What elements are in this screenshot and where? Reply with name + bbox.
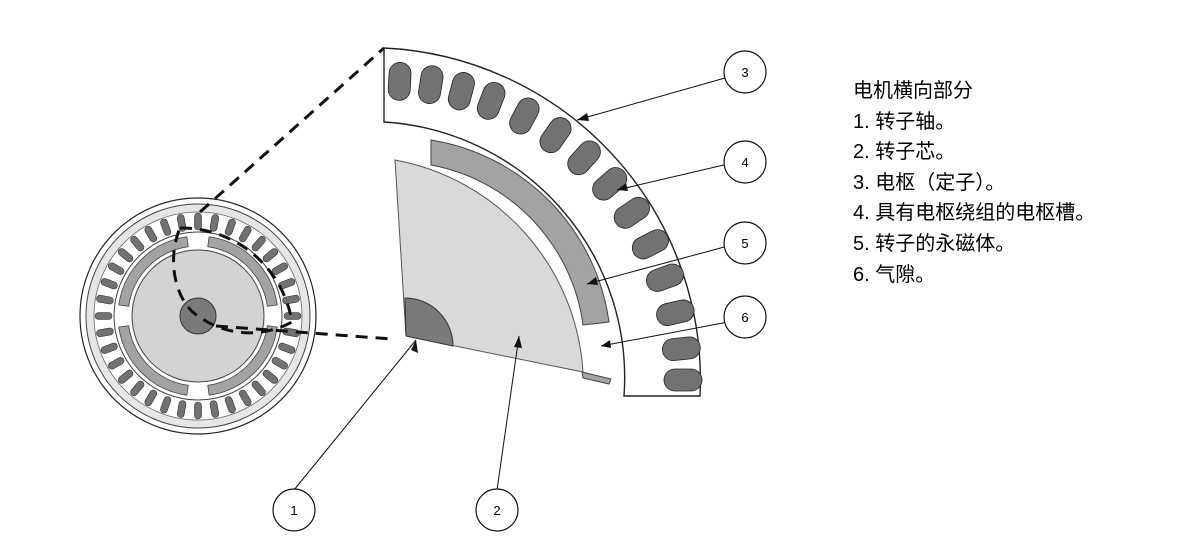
small-slot <box>251 235 266 252</box>
legend-title: 电机横向部分 <box>853 80 973 102</box>
small-slot <box>251 380 266 397</box>
callout-2: 2 <box>475 488 519 532</box>
armature-slot <box>663 368 703 392</box>
small-slot <box>282 294 300 305</box>
armature-slot <box>567 140 601 176</box>
small-slot <box>194 212 202 231</box>
armature-slot <box>656 299 695 326</box>
zoomed-sector-view <box>383 47 703 397</box>
callout-4: 4 <box>723 140 767 184</box>
small-slot <box>96 327 114 338</box>
small-slot <box>209 400 220 418</box>
rotor-magnet <box>430 139 610 326</box>
small-slot <box>117 369 134 384</box>
legend-item: 6. 气隙。 <box>853 263 936 286</box>
small-slot <box>96 294 114 305</box>
small-slot <box>224 218 236 236</box>
small-slot <box>144 389 158 406</box>
legend-item: 4. 具有电枢绕组的电枢槽。 <box>853 202 1096 225</box>
rotor-shaft <box>404 297 454 347</box>
zoom-region-outline <box>172 226 294 335</box>
small-magnet <box>207 236 278 307</box>
small-slot <box>100 278 118 290</box>
stator-sector <box>383 47 702 397</box>
small-slot <box>238 226 252 243</box>
small-rotor-magnets <box>118 236 278 396</box>
small-slot <box>209 214 220 232</box>
small-slot <box>262 248 279 263</box>
legend: 电机横向部分 1. 转子轴。 2. 转子芯。 3. 电枢（定子）。 4. 具有电… <box>853 76 1095 290</box>
small-magnet <box>207 325 278 396</box>
small-rotor-shaft <box>179 297 217 335</box>
callout-5: 5 <box>723 221 767 265</box>
small-slot <box>278 342 296 354</box>
armature-slot <box>539 117 572 154</box>
small-slot <box>117 248 134 263</box>
small-slot <box>100 342 118 354</box>
callout-arrowheads <box>411 113 628 353</box>
legend-item: 1. 转子轴。 <box>853 110 956 133</box>
small-slot <box>144 226 158 243</box>
armature-slot <box>613 196 650 229</box>
armature-slot <box>592 167 628 201</box>
svg-text:2: 2 <box>493 503 500 518</box>
small-slot <box>283 312 302 320</box>
armature-slots <box>387 62 703 392</box>
small-slot <box>262 369 279 384</box>
small-slot <box>108 262 125 276</box>
small-magnet <box>118 325 189 396</box>
svg-text:3: 3 <box>741 65 748 80</box>
small-magnet <box>118 236 189 307</box>
small-slot <box>194 401 202 420</box>
legend-item: 3. 电枢（定子）。 <box>853 171 1006 194</box>
small-motor-view <box>79 197 317 435</box>
armature-slot <box>476 81 506 120</box>
small-slot <box>130 380 145 397</box>
small-slot <box>108 356 125 370</box>
armature-slot <box>418 65 444 104</box>
callout-1: 1 <box>272 488 316 532</box>
small-slot <box>176 400 187 418</box>
small-slot <box>160 218 172 236</box>
projection-line-top <box>199 46 385 214</box>
svg-text:6: 6 <box>741 310 748 325</box>
legend-item: 2. 转子芯。 <box>853 141 956 164</box>
legend-item: 5. 转子的永磁体。 <box>853 232 1016 255</box>
small-slot <box>94 312 113 320</box>
svg-text:1: 1 <box>290 503 297 518</box>
magnet-edge-bottom <box>581 371 612 385</box>
armature-slot <box>447 72 475 111</box>
small-slot <box>238 389 252 406</box>
small-armature-slots <box>94 212 302 420</box>
armature-slot <box>631 229 669 260</box>
svg-text:5: 5 <box>741 236 748 251</box>
svg-text:4: 4 <box>741 155 748 170</box>
small-slot <box>271 356 288 370</box>
callout-3: 3 <box>723 50 767 94</box>
callout-leaders <box>293 77 729 491</box>
projection-line-bottom <box>215 324 393 341</box>
armature-slot <box>509 97 540 135</box>
armature-slot <box>387 62 412 101</box>
callout-6: 6 <box>723 295 767 339</box>
small-slot <box>224 396 236 414</box>
small-slot <box>130 235 145 252</box>
callout-markers: 3 4 5 6 1 2 <box>272 50 767 532</box>
armature-slot <box>646 263 684 292</box>
armature-slot <box>662 336 701 361</box>
small-slot <box>160 396 172 414</box>
